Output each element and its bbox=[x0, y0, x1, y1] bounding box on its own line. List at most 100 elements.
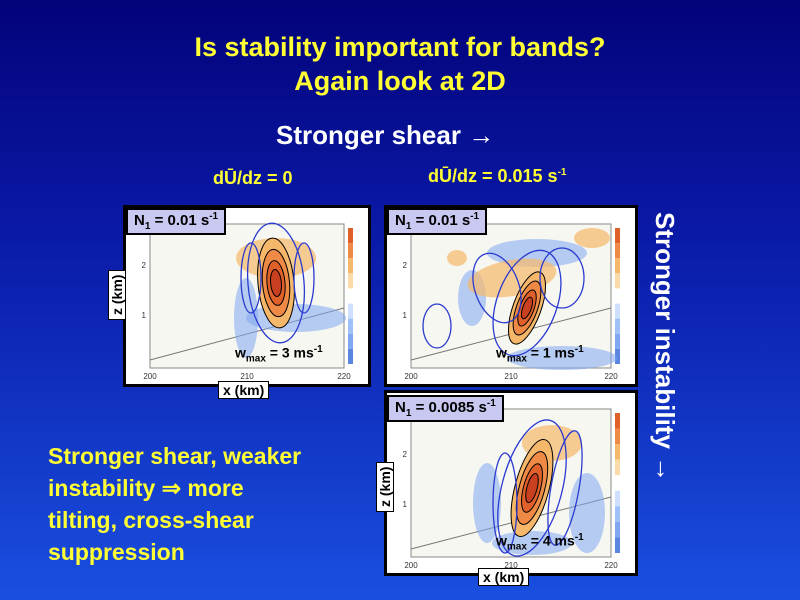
n1-label-bottom-right-n: N bbox=[395, 399, 406, 416]
contour-line bbox=[246, 222, 306, 344]
n1-label-bottom-right-exp: -1 bbox=[486, 398, 496, 409]
contour-line bbox=[472, 252, 522, 324]
wmax-top-left-value: = 3 ms bbox=[265, 344, 314, 361]
slide-title-line2: Again look at 2D bbox=[294, 66, 506, 96]
conclusion-line1: Stronger shear, weaker bbox=[48, 443, 302, 469]
z-tick-label: 1 bbox=[403, 311, 408, 320]
wmax-bottom-right-value: = 4 ms bbox=[526, 532, 575, 549]
x-tick-label: 200 bbox=[404, 372, 418, 381]
conclusion-line3: tilting, cross-shear bbox=[48, 507, 254, 533]
x-axis-label-top: x (km) bbox=[218, 381, 270, 399]
x-axis-label-bottom: x (km) bbox=[478, 568, 530, 586]
wmax-top-right-sub: max bbox=[506, 353, 527, 365]
n1-label-top-left-value: = 0.01 s bbox=[150, 212, 210, 229]
contour-line bbox=[497, 419, 567, 557]
n1-label-top-left-sub: 1 bbox=[144, 221, 151, 232]
conclusion-text: Stronger shear, weaker instability ⇒ mor… bbox=[48, 440, 301, 568]
n1-label-bottom-right-value: = 0.0085 s bbox=[411, 399, 487, 416]
wmax-top-right-w: w bbox=[496, 344, 507, 361]
color-bar-cell bbox=[348, 228, 353, 244]
color-bar-cell bbox=[348, 318, 353, 334]
color-bar-cell bbox=[615, 413, 620, 429]
color-bar-cell bbox=[615, 333, 620, 349]
subhead-text: Stronger shear bbox=[276, 120, 461, 150]
panel-weaker-stability: 200 210 220 1 2 bbox=[384, 390, 638, 576]
n1-label-top-right-sub: 1 bbox=[405, 221, 412, 232]
contour-plot-weaker-stability: 200 210 220 1 2 bbox=[403, 408, 620, 570]
n1-label-top-left-exp: -1 bbox=[209, 211, 219, 222]
x-tick-label: 210 bbox=[504, 372, 518, 381]
x-tick-label: 200 bbox=[404, 561, 418, 570]
z-tick-label: 1 bbox=[142, 311, 147, 320]
color-bar-cell bbox=[615, 258, 620, 274]
column-label-no-shear: dŪ/dz = 0 bbox=[213, 168, 293, 189]
color-bar-cell bbox=[348, 258, 353, 274]
x-tick-label: 200 bbox=[143, 372, 157, 381]
color-bar-cell bbox=[615, 506, 620, 522]
color-bar-cell bbox=[615, 243, 620, 259]
color-bar-cell bbox=[615, 537, 620, 553]
z-axis-label-top: z (km) bbox=[108, 269, 126, 320]
n1-label-bottom-right: N1 = 0.0085 s-1 bbox=[387, 395, 504, 422]
side-label-stronger-instability: Stronger instability → bbox=[649, 212, 680, 482]
wmax-bottom-right-sub: max bbox=[506, 541, 527, 553]
n1-label-bottom-right-sub: 1 bbox=[405, 408, 412, 419]
z-tick-label: 1 bbox=[403, 500, 408, 509]
contour-line bbox=[240, 242, 262, 314]
contour-line bbox=[422, 303, 452, 349]
wmax-top-right-value: = 1 ms bbox=[526, 344, 575, 361]
subhead: Stronger shear → bbox=[276, 120, 494, 151]
color-bar-cell bbox=[615, 475, 620, 491]
color-bar-cell bbox=[615, 521, 620, 538]
wmax-label-top-left: wmax = 3 ms-1 bbox=[235, 344, 323, 364]
color-bar-cell bbox=[348, 273, 353, 289]
cool-region bbox=[492, 531, 572, 555]
n1-label-top-right-exp: -1 bbox=[470, 211, 480, 222]
column-label-shear-exp: -1 bbox=[557, 167, 567, 178]
column-label-no-shear-text: dŪ/dz = 0 bbox=[213, 168, 293, 188]
conclusion-line2-b: more bbox=[181, 475, 244, 501]
z-axis-label-bottom: z (km) bbox=[376, 461, 394, 512]
color-bar-cell bbox=[348, 333, 353, 349]
down-arrow-icon: → bbox=[650, 456, 680, 483]
wmax-bottom-right-exp: -1 bbox=[574, 532, 584, 543]
contour-line bbox=[539, 247, 585, 309]
wmax-top-left-w: w bbox=[235, 344, 246, 361]
z-tick-label: 2 bbox=[403, 450, 408, 459]
color-bar-cell bbox=[615, 273, 620, 289]
column-label-shear-text: dŪ/dz = 0.015 s bbox=[428, 166, 558, 186]
n1-label-top-left: N1 = 0.01 s-1 bbox=[126, 208, 227, 235]
conclusion-line2-a: instability bbox=[48, 475, 156, 501]
color-bar-cell bbox=[615, 428, 620, 445]
contour-line bbox=[547, 430, 583, 546]
wmax-label-top-right: wmax = 1 ms-1 bbox=[496, 344, 584, 364]
color-bar-cell bbox=[348, 348, 353, 364]
wmax-top-left-exp: -1 bbox=[313, 344, 323, 355]
color-bar-cell bbox=[348, 243, 353, 259]
updraft-core bbox=[520, 296, 534, 320]
x-tick-label: 210 bbox=[504, 561, 518, 570]
implies-arrow-icon: ⇒ bbox=[161, 475, 182, 501]
contour-line bbox=[293, 242, 315, 314]
color-bar-cell bbox=[615, 318, 620, 334]
updraft-core bbox=[269, 269, 283, 297]
color-bar-cell bbox=[615, 288, 620, 304]
wmax-top-left-sub: max bbox=[245, 353, 266, 365]
color-bar-cell bbox=[615, 228, 620, 244]
warm-region bbox=[447, 250, 467, 266]
updraft-core bbox=[525, 472, 539, 504]
color-bar-cell bbox=[615, 348, 620, 364]
conclusion-line2: instability ⇒ more bbox=[48, 472, 301, 504]
color-bar-cell bbox=[615, 490, 620, 507]
x-tick-label: 220 bbox=[604, 561, 618, 570]
n1-label-top-right-value: = 0.01 s bbox=[411, 212, 471, 229]
slide-title-line1: Is stability important for bands? bbox=[194, 32, 606, 62]
x-tick-label: 220 bbox=[337, 372, 351, 381]
side-label-text: Stronger instability bbox=[650, 212, 680, 449]
column-label-shear: dŪ/dz = 0.015 s-1 bbox=[428, 166, 566, 187]
contour-line bbox=[492, 452, 518, 554]
x-tick-label: 220 bbox=[604, 372, 618, 381]
